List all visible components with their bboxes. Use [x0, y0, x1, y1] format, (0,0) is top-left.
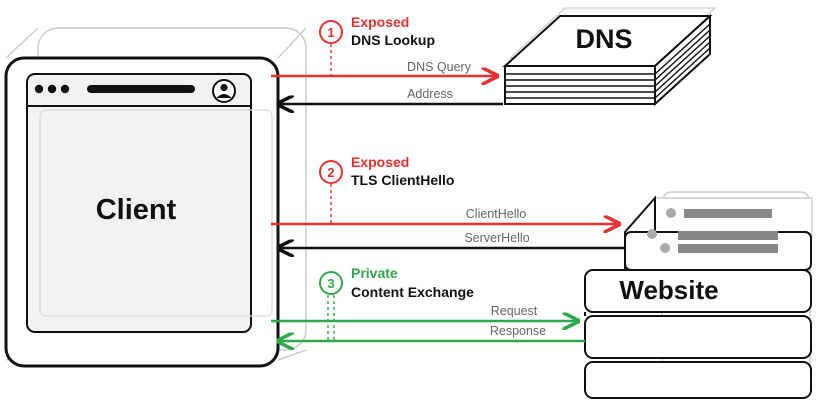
- website-label: Website: [619, 275, 718, 305]
- browser-dot-icon: [34, 84, 44, 94]
- address-bar: [87, 85, 195, 93]
- step-3-number: 3: [327, 276, 334, 291]
- step-3-badge: [319, 271, 343, 295]
- dns-server: [502, 7, 717, 107]
- dns-query-label: DNS Query: [407, 60, 472, 74]
- server-hello-label: ServerHello: [464, 231, 529, 245]
- step-2-status: Exposed: [351, 154, 409, 170]
- step-1-number: 1: [327, 25, 334, 40]
- request-label: Request: [491, 304, 538, 318]
- client-device: [4, 27, 307, 368]
- step-3-status: Private: [351, 265, 398, 281]
- step-2-number: 2: [327, 165, 334, 180]
- website-server: [584, 191, 813, 399]
- step-1-status: Exposed: [351, 14, 409, 30]
- response-label: Response: [490, 324, 546, 338]
- step-1-name: DNS Lookup: [351, 32, 435, 48]
- step-3-name: Content Exchange: [351, 284, 474, 300]
- avatar-icon: [212, 79, 236, 103]
- step-1-badge: [319, 20, 343, 44]
- browser-dot-icon: [47, 84, 57, 94]
- browser-dot-icon: [60, 84, 70, 94]
- client-label: Client: [96, 194, 177, 226]
- dns-label: DNS: [575, 24, 632, 54]
- client-hello-label: ClientHello: [466, 207, 526, 221]
- website-page-content: [647, 208, 778, 253]
- address-label: Address: [407, 87, 453, 101]
- step-2-name: TLS ClientHello: [351, 172, 454, 188]
- step-2-badge: [319, 160, 343, 184]
